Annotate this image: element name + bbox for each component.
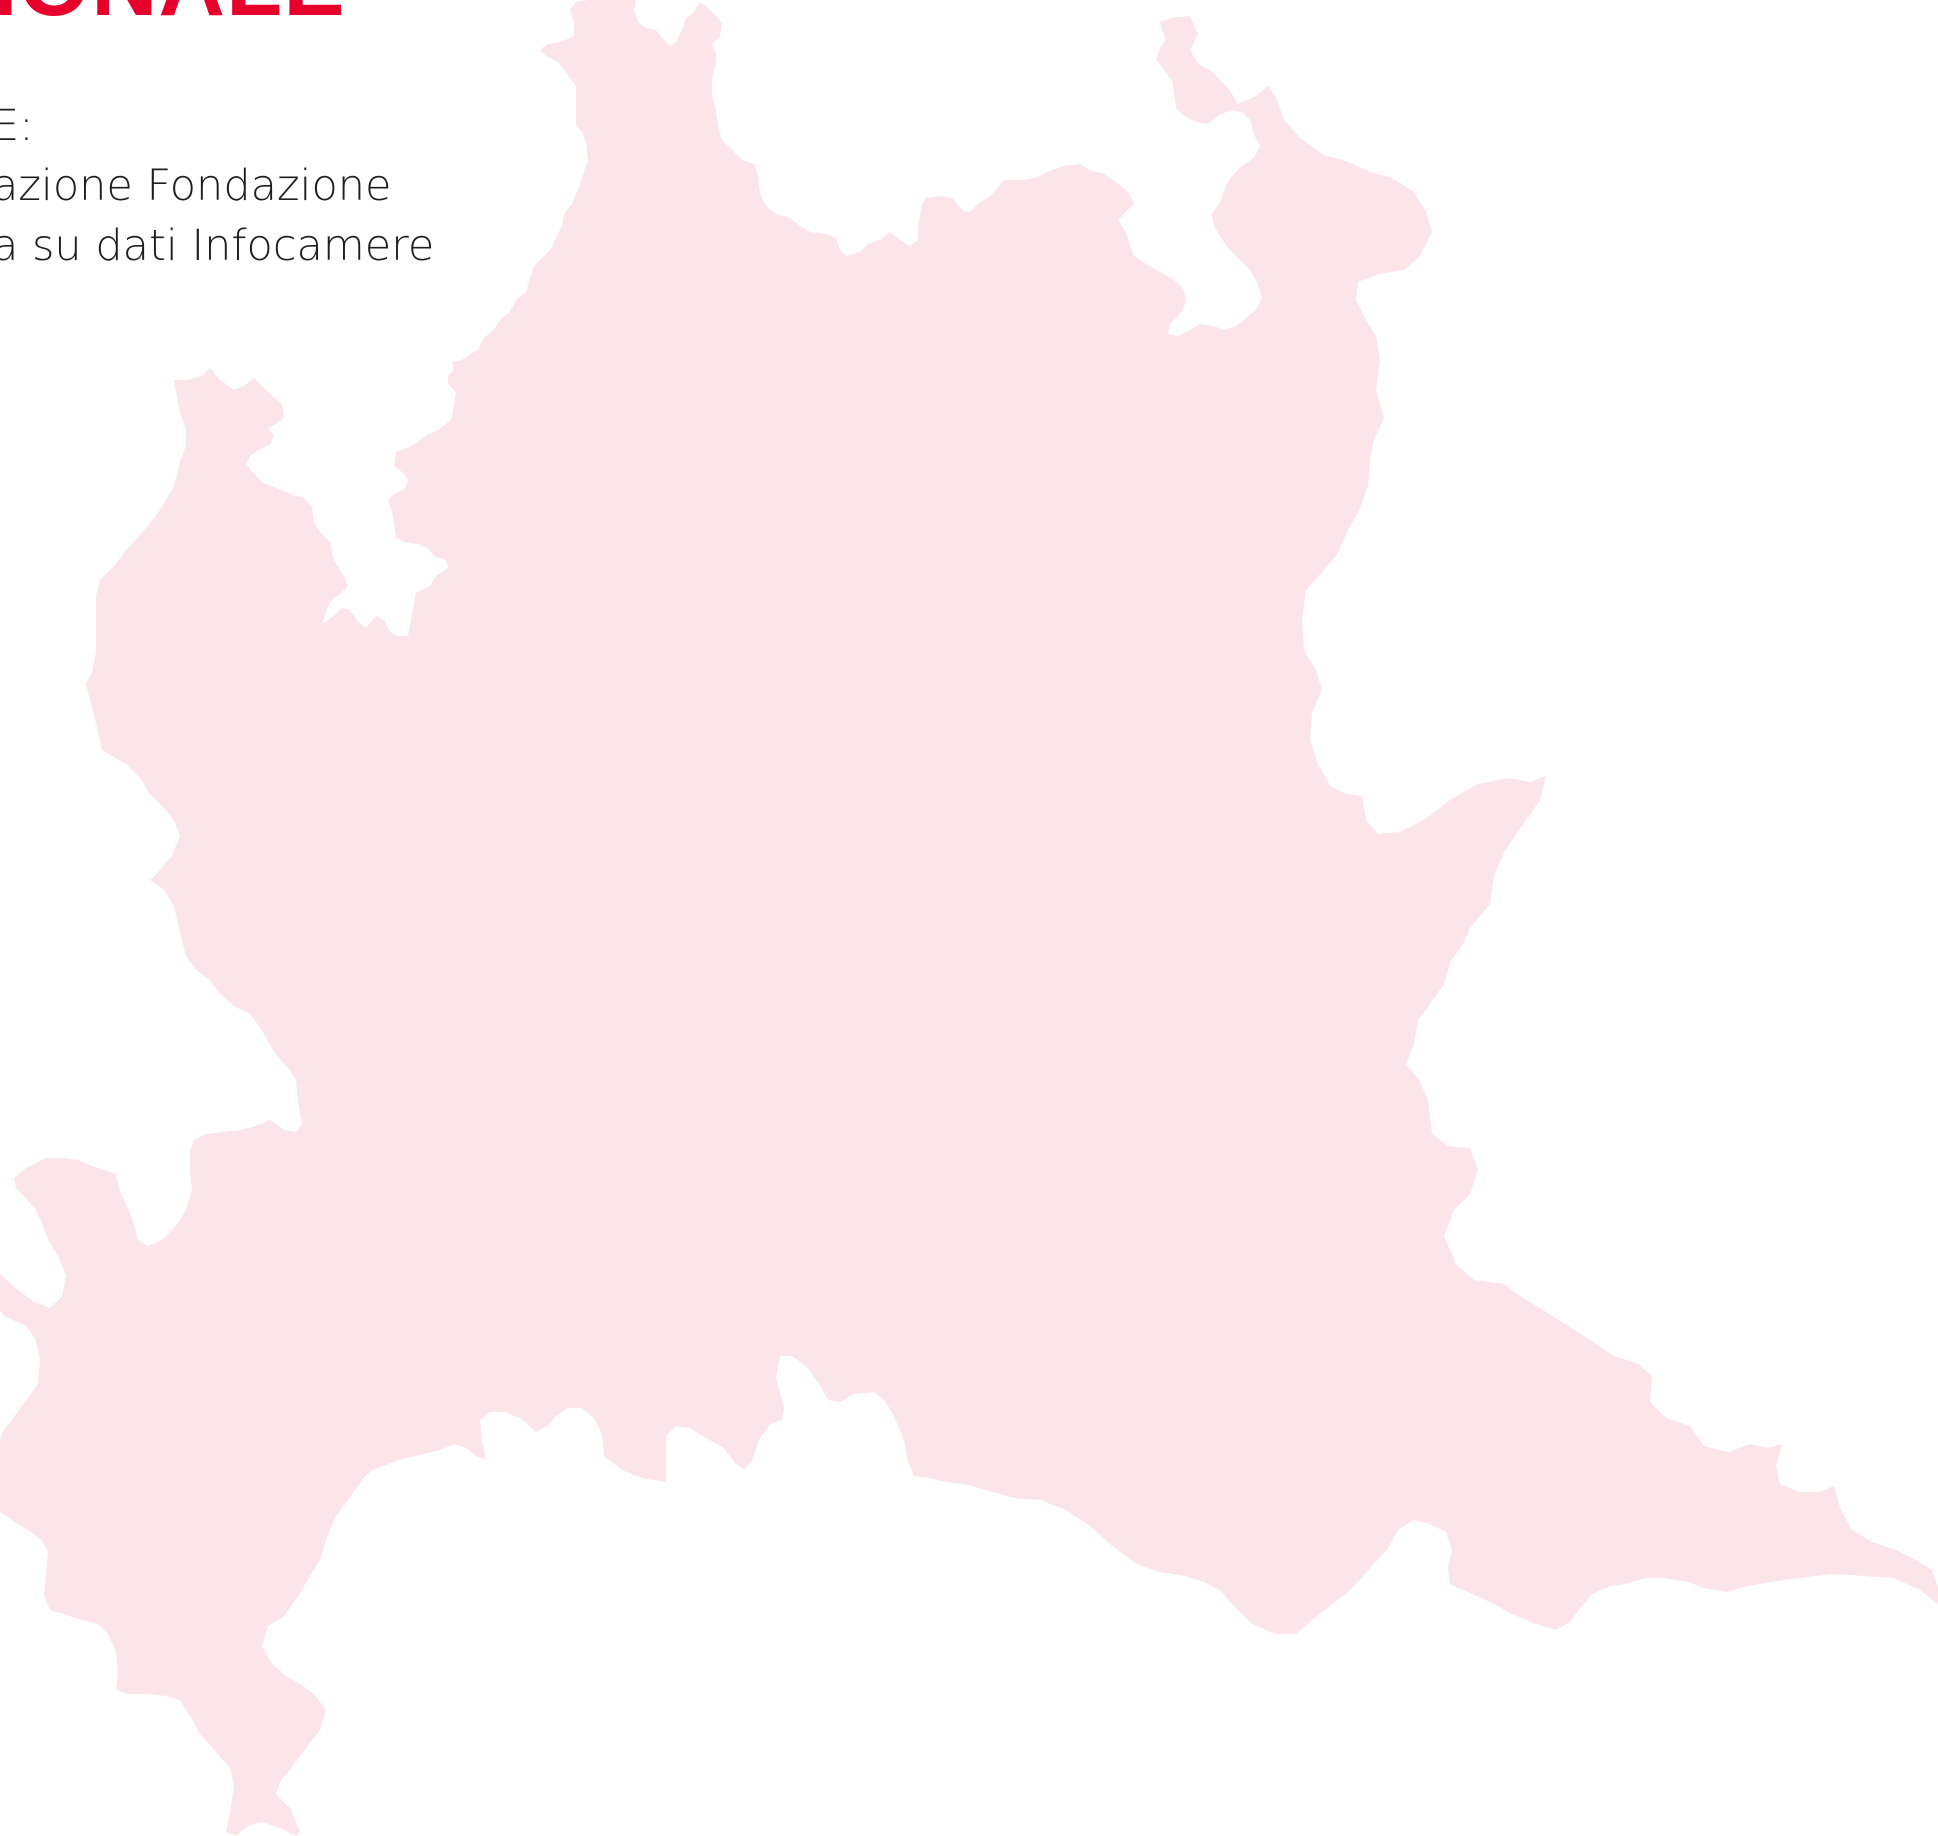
source-note: E: azione Fondazione a su dati Infocamer… — [0, 96, 434, 276]
source-line-3: a su dati Infocamere — [0, 221, 435, 271]
page-title: IONALE — [0, 0, 346, 30]
source-line-2: azione Fondazione — [0, 161, 392, 211]
source-line-1: E: — [0, 101, 34, 151]
